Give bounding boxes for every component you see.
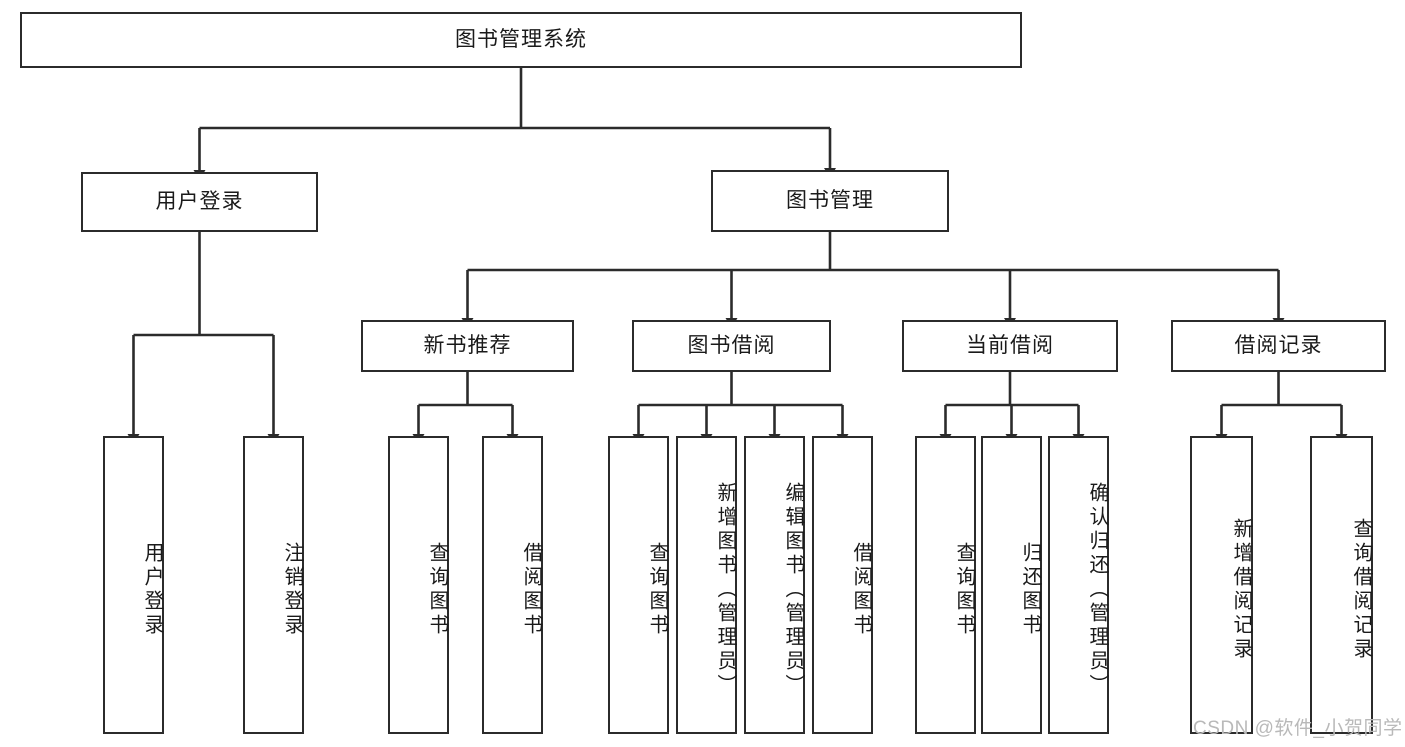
node-nb-query-book[interactable]: 查询图书 — [388, 436, 449, 734]
node-borrow-record[interactable]: 借阅记录 — [1171, 320, 1386, 372]
node-new-book-recommend[interactable]: 新书推荐 — [361, 320, 574, 372]
node-user-logout-label: 注销登录 — [281, 542, 303, 638]
node-cb-confirm-return[interactable]: 确认归还（管理员） — [1048, 436, 1109, 734]
node-nb-borrow-book-label: 借阅图书 — [520, 542, 542, 638]
node-bb-add-book[interactable]: 新增图书（管理员） — [676, 436, 737, 734]
node-bb-edit-book[interactable]: 编辑图书（管理员） — [744, 436, 805, 734]
node-nb-query-book-label: 查询图书 — [426, 542, 448, 638]
node-book-manage-label: 图书管理 — [786, 189, 874, 213]
node-new-book-recommend-label: 新书推荐 — [423, 334, 512, 358]
node-user-logout[interactable]: 注销登录 — [243, 436, 304, 734]
node-user-login-label: 用户登录 — [155, 190, 244, 214]
node-bb-edit-book-label: 编辑图书（管理员） — [782, 482, 804, 698]
node-bb-query-book[interactable]: 查询图书 — [608, 436, 669, 734]
node-bb-query-book-label: 查询图书 — [646, 542, 668, 638]
node-book-manage[interactable]: 图书管理 — [711, 170, 949, 232]
node-user-login-do[interactable]: 用户登录 — [103, 436, 164, 734]
node-book-borrow[interactable]: 图书借阅 — [632, 320, 831, 372]
node-br-add-record[interactable]: 新增借阅记录 — [1190, 436, 1253, 734]
node-user-login-do-label: 用户登录 — [141, 542, 163, 638]
node-bb-borrow-book[interactable]: 借阅图书 — [812, 436, 873, 734]
node-cb-return-book[interactable]: 归还图书 — [981, 436, 1042, 734]
node-cb-confirm-return-label: 确认归还（管理员） — [1086, 482, 1108, 698]
node-cb-query-book[interactable]: 查询图书 — [915, 436, 976, 734]
node-bb-add-book-label: 新增图书（管理员） — [714, 482, 736, 698]
node-nb-borrow-book[interactable]: 借阅图书 — [482, 436, 543, 734]
node-borrow-record-label: 借阅记录 — [1234, 334, 1323, 358]
node-cb-return-book-label: 归还图书 — [1019, 542, 1041, 638]
csdn-watermark: CSDN @软件_小贺同学 — [1193, 718, 1403, 739]
node-cb-query-book-label: 查询图书 — [953, 542, 975, 638]
node-br-query-record-label: 查询借阅记录 — [1350, 518, 1372, 662]
node-bb-borrow-book-label: 借阅图书 — [850, 542, 872, 638]
node-br-add-record-label: 新增借阅记录 — [1230, 518, 1252, 662]
node-current-borrow-label: 当前借阅 — [966, 334, 1054, 358]
node-root[interactable]: 图书管理系统 — [20, 12, 1022, 68]
node-br-query-record[interactable]: 查询借阅记录 — [1310, 436, 1373, 734]
node-current-borrow[interactable]: 当前借阅 — [902, 320, 1118, 372]
node-root-label: 图书管理系统 — [455, 28, 587, 52]
node-book-borrow-label: 图书借阅 — [687, 334, 776, 358]
node-user-login[interactable]: 用户登录 — [81, 172, 318, 232]
